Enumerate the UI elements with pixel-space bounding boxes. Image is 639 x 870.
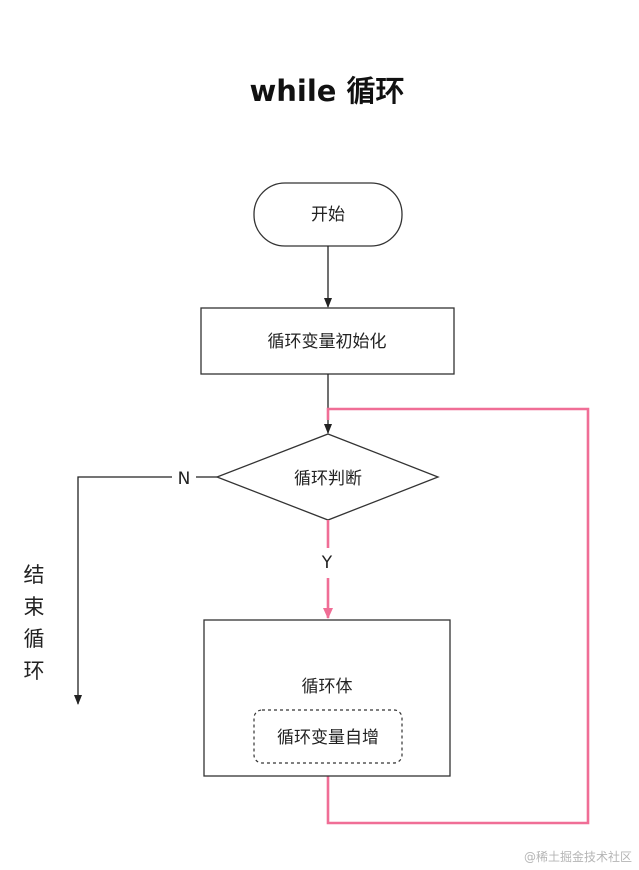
init-node (200, 307, 455, 375)
start-node-label: 开始 (311, 205, 345, 225)
increment-node-label: 循环变量自增 (277, 728, 379, 748)
exit-loop-char: 束 (24, 595, 45, 619)
loop-back-edge (326, 407, 590, 825)
no-branch-label: N (178, 469, 191, 489)
increment-node (253, 709, 403, 764)
watermark: @稀土掘金技术社区 (524, 849, 632, 864)
edge-no-to-exit (74, 476, 172, 705)
exit-loop-char: 结 (24, 563, 45, 587)
loop-body-label: 循环体 (302, 677, 353, 697)
yes-branch-label: Y (321, 553, 333, 573)
exit-loop-char: 循 (24, 627, 45, 651)
exit-loop-label: 结 束 循 环 (24, 563, 45, 683)
condition-node-label: 循环判断 (294, 469, 362, 489)
exit-loop-char: 环 (24, 659, 45, 683)
init-node-label: 循环变量初始化 (268, 332, 387, 352)
diagram-title: while 循环 (249, 74, 404, 108)
